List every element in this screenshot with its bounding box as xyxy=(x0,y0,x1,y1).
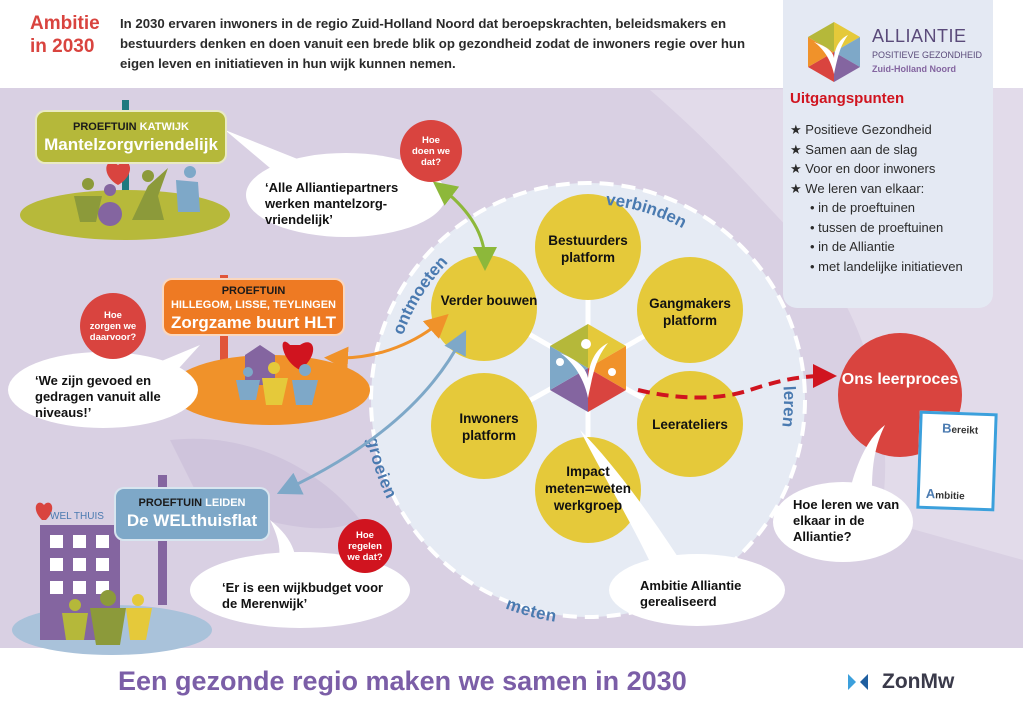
list-subitem: • met landelijke initiatieven xyxy=(810,258,963,274)
zonmw-brand: ZonMw xyxy=(882,670,955,693)
list-subitem: • in de Alliantie xyxy=(810,239,895,254)
card-top: Bereikt xyxy=(941,420,979,437)
platform-inwoners: Inwoners platform xyxy=(459,411,519,443)
platform-verder-bouwen: Verder bouwen xyxy=(440,293,538,308)
quote-katwijk: ‘Alle Alliantiepartners werken mantelzor… xyxy=(265,180,399,227)
ambitie-bubble-text: Ambitie Alliantie gerealiseerd xyxy=(640,578,742,609)
intro-text: In 2030 ervaren inwoners in de regio Zui… xyxy=(120,16,746,71)
uitgangspunten-list: ★ Positieve Gezondheid ★ Samen aan de sl… xyxy=(790,120,990,276)
list-item: ★ Samen aan de slag xyxy=(790,141,918,157)
question-badge: Hoe zorgen we daarvoor? xyxy=(80,293,146,359)
ambition-title: Ambitie in 2030 xyxy=(30,13,100,57)
list-subitem: • tussen de proeftuinen xyxy=(810,219,944,235)
question-badge: Hoe doen we dat? xyxy=(400,120,462,182)
list-item: ★ We leren van elkaar: xyxy=(790,180,925,196)
footer-title: Een gezonde regio maken we samen in 2030 xyxy=(118,666,687,696)
uitgangspunten-title: Uitgangspunten xyxy=(790,90,905,107)
logo-line2: POSITIEVE GEZONDHEID xyxy=(872,50,983,60)
alliantie-logo xyxy=(808,22,860,82)
cycle-word-leren: leren xyxy=(778,385,799,428)
sign-katwijk: PROEFTUIN KATWIJK Mantelzorgvriendelijk xyxy=(35,110,227,164)
logo-line3: Zuid-Holland Noord xyxy=(872,64,956,74)
platform-gangmakers: Gangmakers platform xyxy=(649,296,731,328)
platform-circle xyxy=(637,257,743,363)
speech-bubble xyxy=(246,153,446,237)
list-item: ★ Voor en door inwoners xyxy=(790,161,936,176)
quote-leiden: ‘Er is een wijkbudget voor de Merenwijk’ xyxy=(222,580,384,611)
leerproces-title: Ons leerproces xyxy=(841,371,959,388)
heart-icon xyxy=(35,502,53,520)
people-icon xyxy=(74,162,200,226)
question-badge: Hoe regelen we dat? xyxy=(338,519,392,573)
leerproces-question: Hoe leren we van elkaar in de Alliantie? xyxy=(793,497,900,544)
sign-hlt: PROEFTUIN HILLEGOM, LISSE, TEYLINGEN Zor… xyxy=(162,278,345,336)
arrow-katwijk xyxy=(432,181,497,271)
list-subitem: • in de proeftuinen xyxy=(810,200,916,215)
platform-impact: Impact meten=weten werkgroep xyxy=(545,464,631,513)
speech-bubble xyxy=(773,482,913,562)
logo-line1: ALLIANTIE xyxy=(872,26,967,46)
people-icon xyxy=(62,590,152,645)
speech-bubble xyxy=(609,554,785,626)
platform-circle xyxy=(535,194,641,300)
bereikt-ambitie-card: Bereikt Ambitie xyxy=(916,410,998,512)
alliantie-hexagon-logo xyxy=(550,324,626,412)
list-item: ★ Positieve Gezondheid xyxy=(790,122,932,137)
quote-hlt: ‘We zijn gevoed en gedragen vanuit alle … xyxy=(35,373,161,420)
platform-circle xyxy=(535,437,641,543)
card-bottom: Ambitie xyxy=(925,485,965,503)
platform-leerateliers: Leerateliers xyxy=(652,417,728,432)
building-label: WEL THUIS xyxy=(50,511,104,522)
panel-logo-layer xyxy=(808,22,860,82)
sign-leiden: PROEFTUIN LEIDEN De WELthuisflat xyxy=(114,487,270,541)
speech-bubble xyxy=(8,352,198,428)
platform-bestuurders: Bestuurders platform xyxy=(548,233,628,265)
arrow-leiden xyxy=(276,330,467,495)
zonmw-logo-icon xyxy=(848,674,868,690)
